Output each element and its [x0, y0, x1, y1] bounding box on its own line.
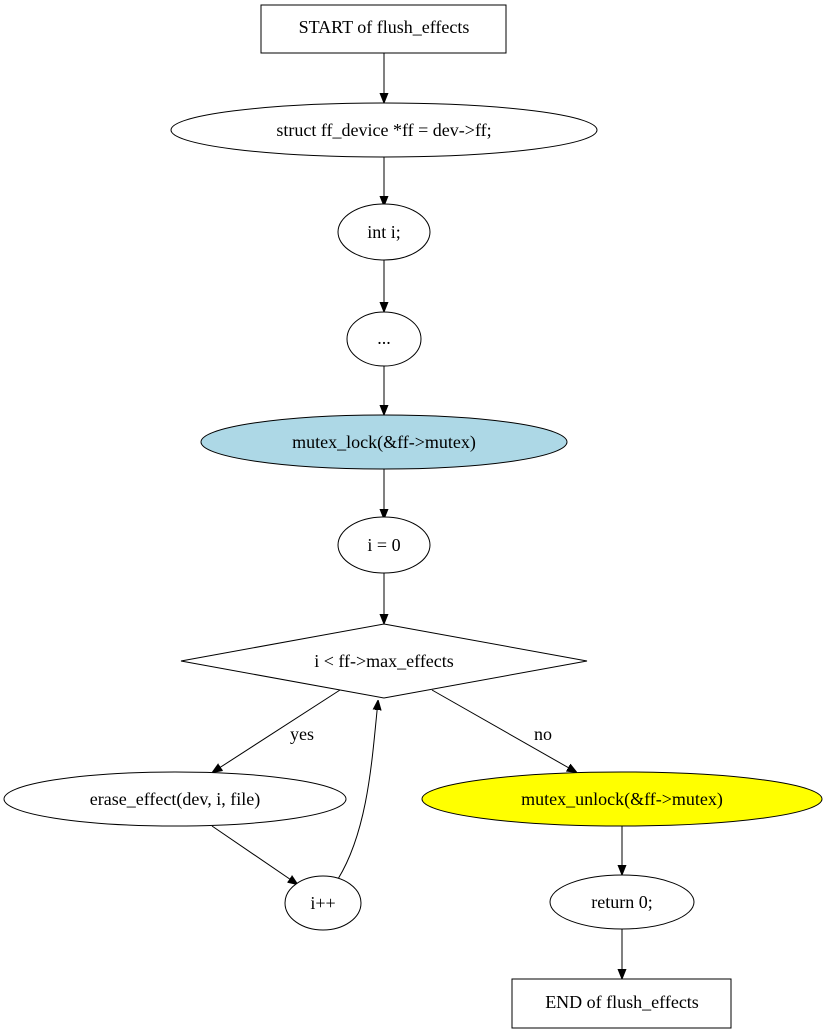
- node-decl-i-label: int i;: [367, 222, 401, 242]
- node-return: return 0;: [549, 874, 695, 930]
- node-decl-ff-ellipse: [170, 102, 598, 158]
- node-unlock: mutex_unlock(&ff->mutex): [421, 771, 823, 827]
- edge-erase-to-incr: [211, 825, 297, 884]
- node-init: i = 0: [337, 516, 431, 574]
- node-decl-ff-label: struct ff_device *ff = dev->ff;: [276, 120, 491, 140]
- node-return-ellipse: [549, 874, 695, 930]
- node-decl-ff: struct ff_device *ff = dev->ff;: [170, 102, 598, 158]
- node-erase-ellipse: [3, 771, 347, 827]
- node-start: START of flush_effects: [260, 4, 507, 54]
- node-ellipsis-label: ...: [377, 328, 391, 348]
- node-erase-label: erase_effect(dev, i, file): [90, 789, 260, 810]
- node-unlock-ellipse: [421, 771, 823, 827]
- node-decl-i: int i;: [337, 203, 431, 261]
- node-init-label: i = 0: [367, 535, 400, 555]
- edge-cond-to-unlock: [431, 689, 576, 772]
- node-end-box: [511, 978, 732, 1029]
- node-return-label: return 0;: [591, 892, 652, 912]
- node-cond: i < ff->max_effects: [180, 623, 588, 699]
- node-start-label: START of flush_effects: [299, 17, 470, 37]
- node-end-label: END of flush_effects: [545, 992, 699, 1012]
- node-incr: i++: [284, 875, 362, 931]
- edges: [212, 53, 622, 978]
- edge-label-yes: yes: [290, 724, 314, 744]
- node-end: END of flush_effects: [511, 978, 732, 1029]
- node-lock: mutex_lock(&ff->mutex): [200, 414, 568, 470]
- node-ellipsis-ellipse: [346, 311, 422, 367]
- node-incr-label: i++: [310, 893, 335, 913]
- node-init-ellipse: [337, 516, 431, 574]
- node-decl-i-ellipse: [337, 203, 431, 261]
- edge-cond-to-erase: [213, 689, 341, 772]
- node-cond-diamond: [180, 623, 588, 699]
- node-lock-label: mutex_lock(&ff->mutex): [292, 432, 476, 453]
- node-lock-ellipse: [200, 414, 568, 470]
- node-ellipsis: ...: [346, 311, 422, 367]
- node-unlock-label: mutex_unlock(&ff->mutex): [521, 789, 723, 810]
- node-incr-ellipse: [284, 875, 362, 931]
- node-cond-label: i < ff->max_effects: [314, 651, 454, 671]
- edge-label-no: no: [534, 724, 552, 744]
- edge-incr-to-cond: [337, 701, 378, 880]
- node-erase: erase_effect(dev, i, file): [3, 771, 347, 827]
- node-start-box: [260, 4, 507, 54]
